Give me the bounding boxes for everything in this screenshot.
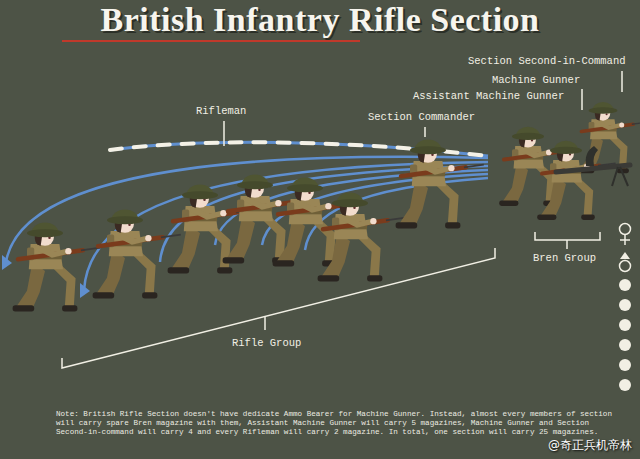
group-brackets [62,232,600,368]
leader-lines [224,71,622,146]
bren-group-figures [499,102,640,220]
diagram-title: British Infantry Rifle Section [100,1,539,39]
rifle-group-figures [13,139,484,311]
role-label: Section Commander [368,111,475,123]
group-label: Rifle Group [232,337,301,349]
bren-gun [556,146,630,186]
role-label: Section Second-in-Command [468,55,626,67]
role-label: Rifleman [196,105,246,117]
role-label: Assistant Machine Gunner [413,90,564,102]
group-label: Bren Group [533,252,596,264]
watermark: @奇正兵机帝林 [548,437,632,454]
side-markers [619,224,631,392]
title-underline [62,40,360,42]
role-label: Machine Gunner [492,74,580,86]
note-text: Note: British Rifle Section doesn't have… [56,410,616,437]
